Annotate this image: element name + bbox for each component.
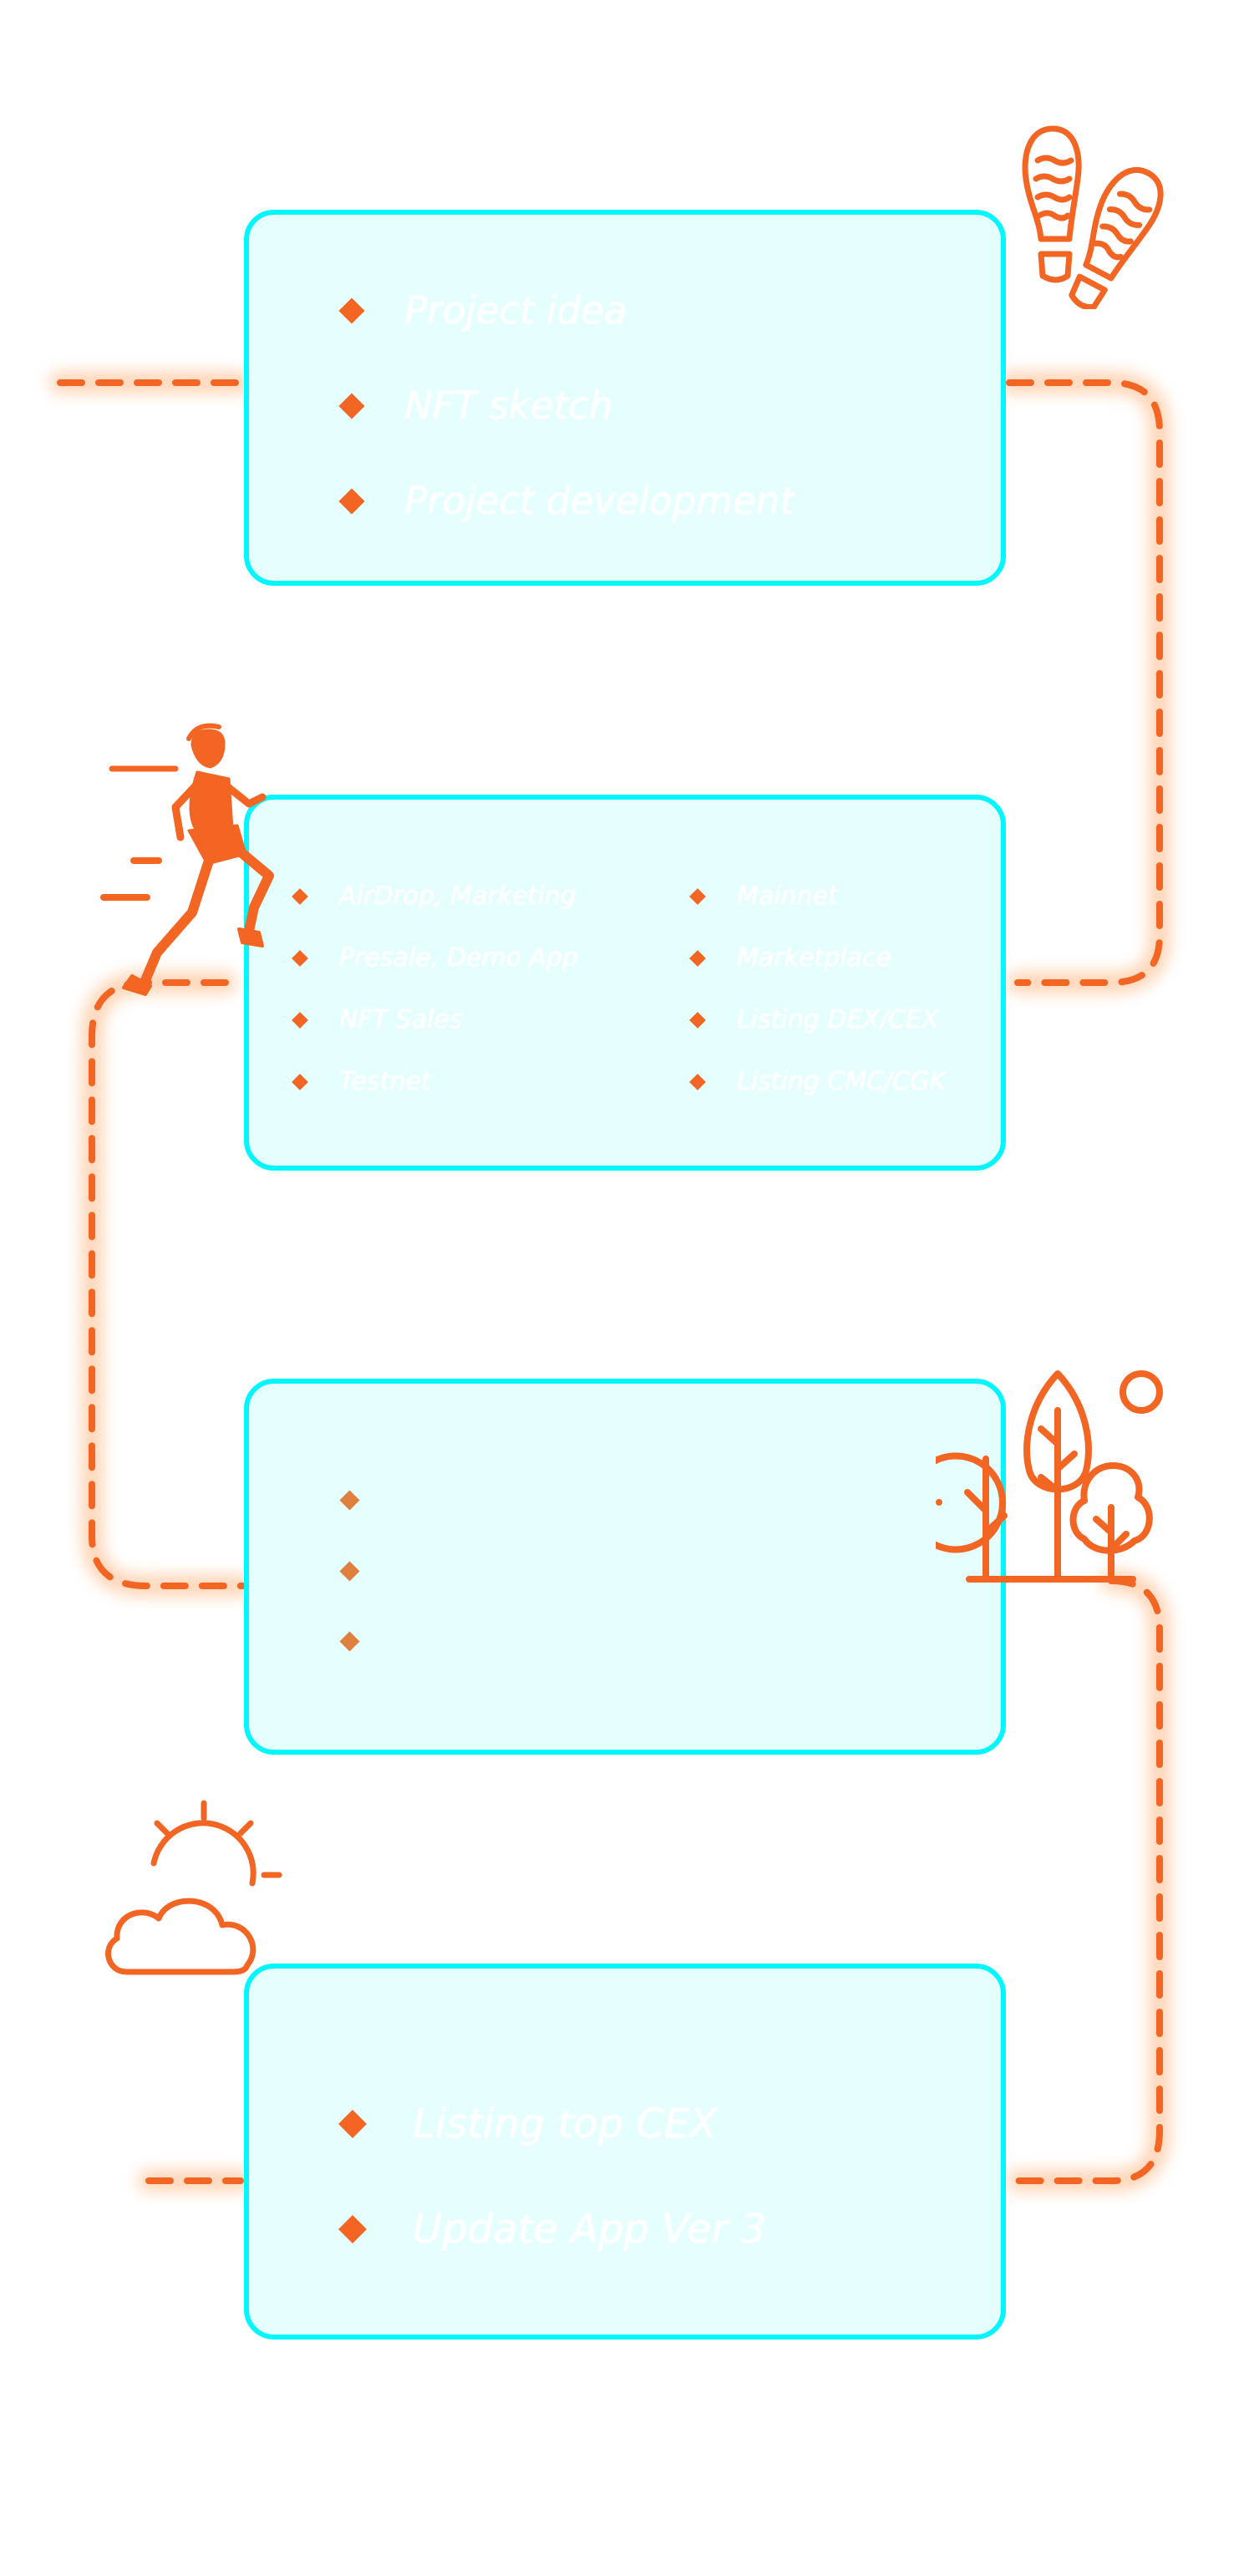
diamond-bullet-icon — [689, 887, 706, 905]
diamond-bullet-icon — [689, 949, 706, 967]
diamond-bullet-icon — [292, 949, 308, 967]
list-item: AirDrop, Marketing — [292, 882, 576, 911]
list-item: Listing top CEX — [338, 2101, 718, 2147]
diamond-bullet-icon — [339, 1561, 360, 1582]
list-item: Project development — [338, 479, 795, 523]
bullet-text: Project development — [404, 479, 795, 523]
bullet-text: Project idea — [404, 288, 627, 333]
list-item: NFT sketch — [338, 384, 613, 428]
list-item — [339, 1631, 390, 1652]
bullet-text: Presale, Demo App — [339, 943, 579, 973]
bullet-text: Listing top CEX — [413, 2101, 718, 2147]
diamond-bullet-icon — [339, 1490, 360, 1511]
bullet-text: Testnet — [339, 1067, 431, 1096]
stage-2-card: AirDrop, Marketing Presale, Demo App NFT… — [244, 795, 1006, 1171]
diamond-bullet-icon — [339, 1631, 360, 1652]
diamond-bullet-icon — [338, 392, 365, 419]
list-item — [339, 1490, 390, 1511]
bullet-text: NFT sketch — [404, 384, 613, 428]
list-item: NFT Sales — [292, 1005, 463, 1034]
list-item: Testnet — [292, 1067, 431, 1096]
diamond-bullet-icon — [338, 297, 365, 324]
list-item: Marketplace — [689, 943, 891, 973]
diamond-bullet-icon — [292, 1011, 308, 1029]
sun-cloud-icon — [105, 1800, 282, 1975]
diamond-bullet-icon — [338, 2110, 367, 2138]
bullet-text: NFT Sales — [339, 1005, 463, 1034]
diamond-bullet-icon — [292, 887, 308, 905]
list-item: Presale, Demo App — [292, 943, 579, 973]
list-item — [339, 1561, 390, 1582]
diamond-bullet-icon — [338, 487, 365, 515]
bullet-text: AirDrop, Marketing — [339, 882, 576, 911]
list-item: Listing DEX/CEX — [689, 1005, 939, 1034]
bullet-text: Listing CMC/CGK — [737, 1067, 947, 1096]
diamond-bullet-icon — [689, 1011, 706, 1029]
diamond-bullet-icon — [292, 1073, 308, 1090]
stage-1-card: Project idea NFT sketch Project developm… — [244, 210, 1006, 586]
running-man-icon — [100, 723, 274, 996]
list-item: Mainnet — [689, 882, 838, 911]
stage-4-card: Listing top CEX Update App Ver 3 — [244, 1964, 1006, 2340]
diamond-bullet-icon — [338, 2215, 367, 2243]
bullet-text: Mainnet — [737, 882, 838, 911]
list-item: Listing CMC/CGK — [689, 1067, 947, 1096]
stage-3-card — [244, 1379, 1006, 1755]
list-item: Update App Ver 3 — [338, 2206, 767, 2253]
diamond-bullet-icon — [689, 1073, 706, 1090]
bullet-text: Marketplace — [737, 943, 891, 973]
trees-icon — [936, 1370, 1163, 1583]
bullet-text: Update App Ver 3 — [413, 2206, 767, 2253]
bullet-text: Listing DEX/CEX — [737, 1005, 939, 1034]
list-item: Project idea — [338, 288, 627, 333]
footprints-icon — [1022, 125, 1164, 309]
